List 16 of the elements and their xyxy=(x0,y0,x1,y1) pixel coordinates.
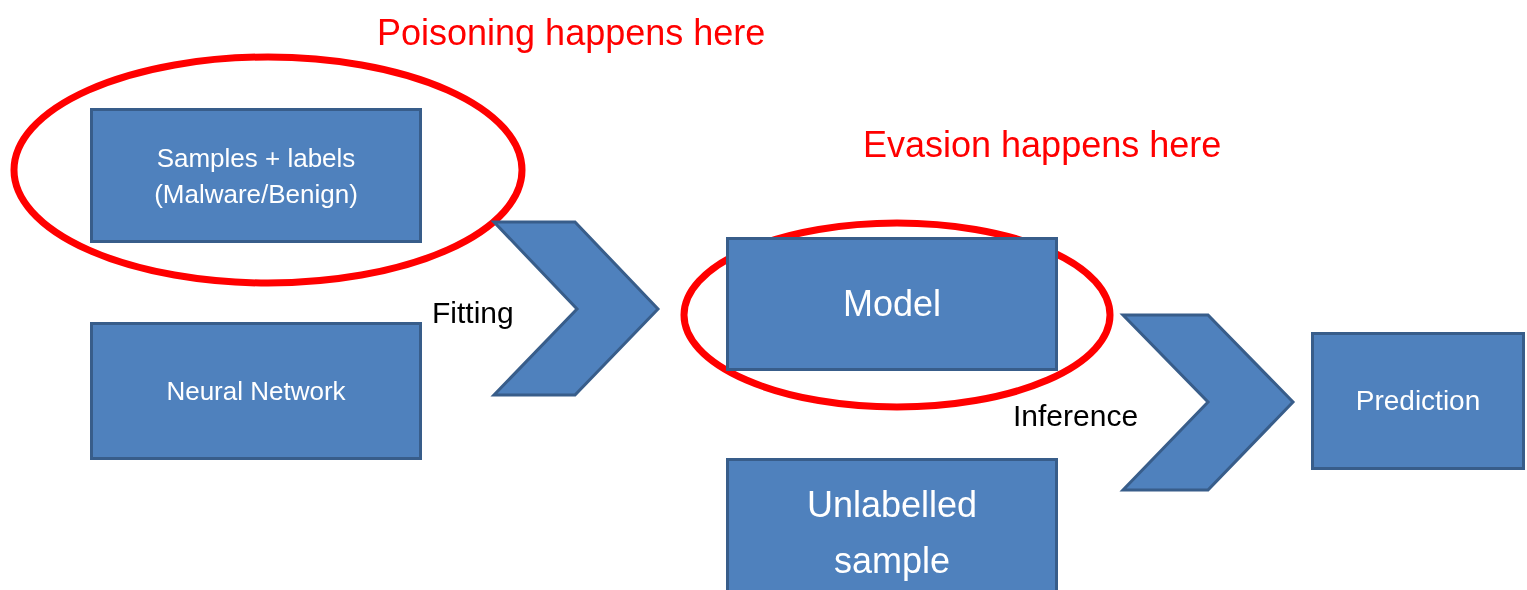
process-box xyxy=(90,108,422,243)
chevron-arrow xyxy=(1119,313,1296,492)
box-text: Model xyxy=(842,282,942,326)
process-box xyxy=(726,458,1058,590)
edge-label: Fitting xyxy=(432,295,514,331)
box-text: Prediction xyxy=(1355,384,1481,418)
process-box xyxy=(726,237,1058,371)
annotation-text: Poisoning happens here xyxy=(377,11,766,55)
box-text: Neural Network xyxy=(166,374,346,408)
chevron-arrow xyxy=(490,220,661,397)
box-text: Samples + labels (Malware/Benign) xyxy=(153,141,359,211)
edge-label: Inference xyxy=(1013,398,1139,434)
process-box xyxy=(90,322,422,460)
annotation-text: Evasion happens here xyxy=(863,123,1222,167)
box-text: Unlabelled sample xyxy=(805,483,979,583)
process-box xyxy=(1311,332,1525,470)
